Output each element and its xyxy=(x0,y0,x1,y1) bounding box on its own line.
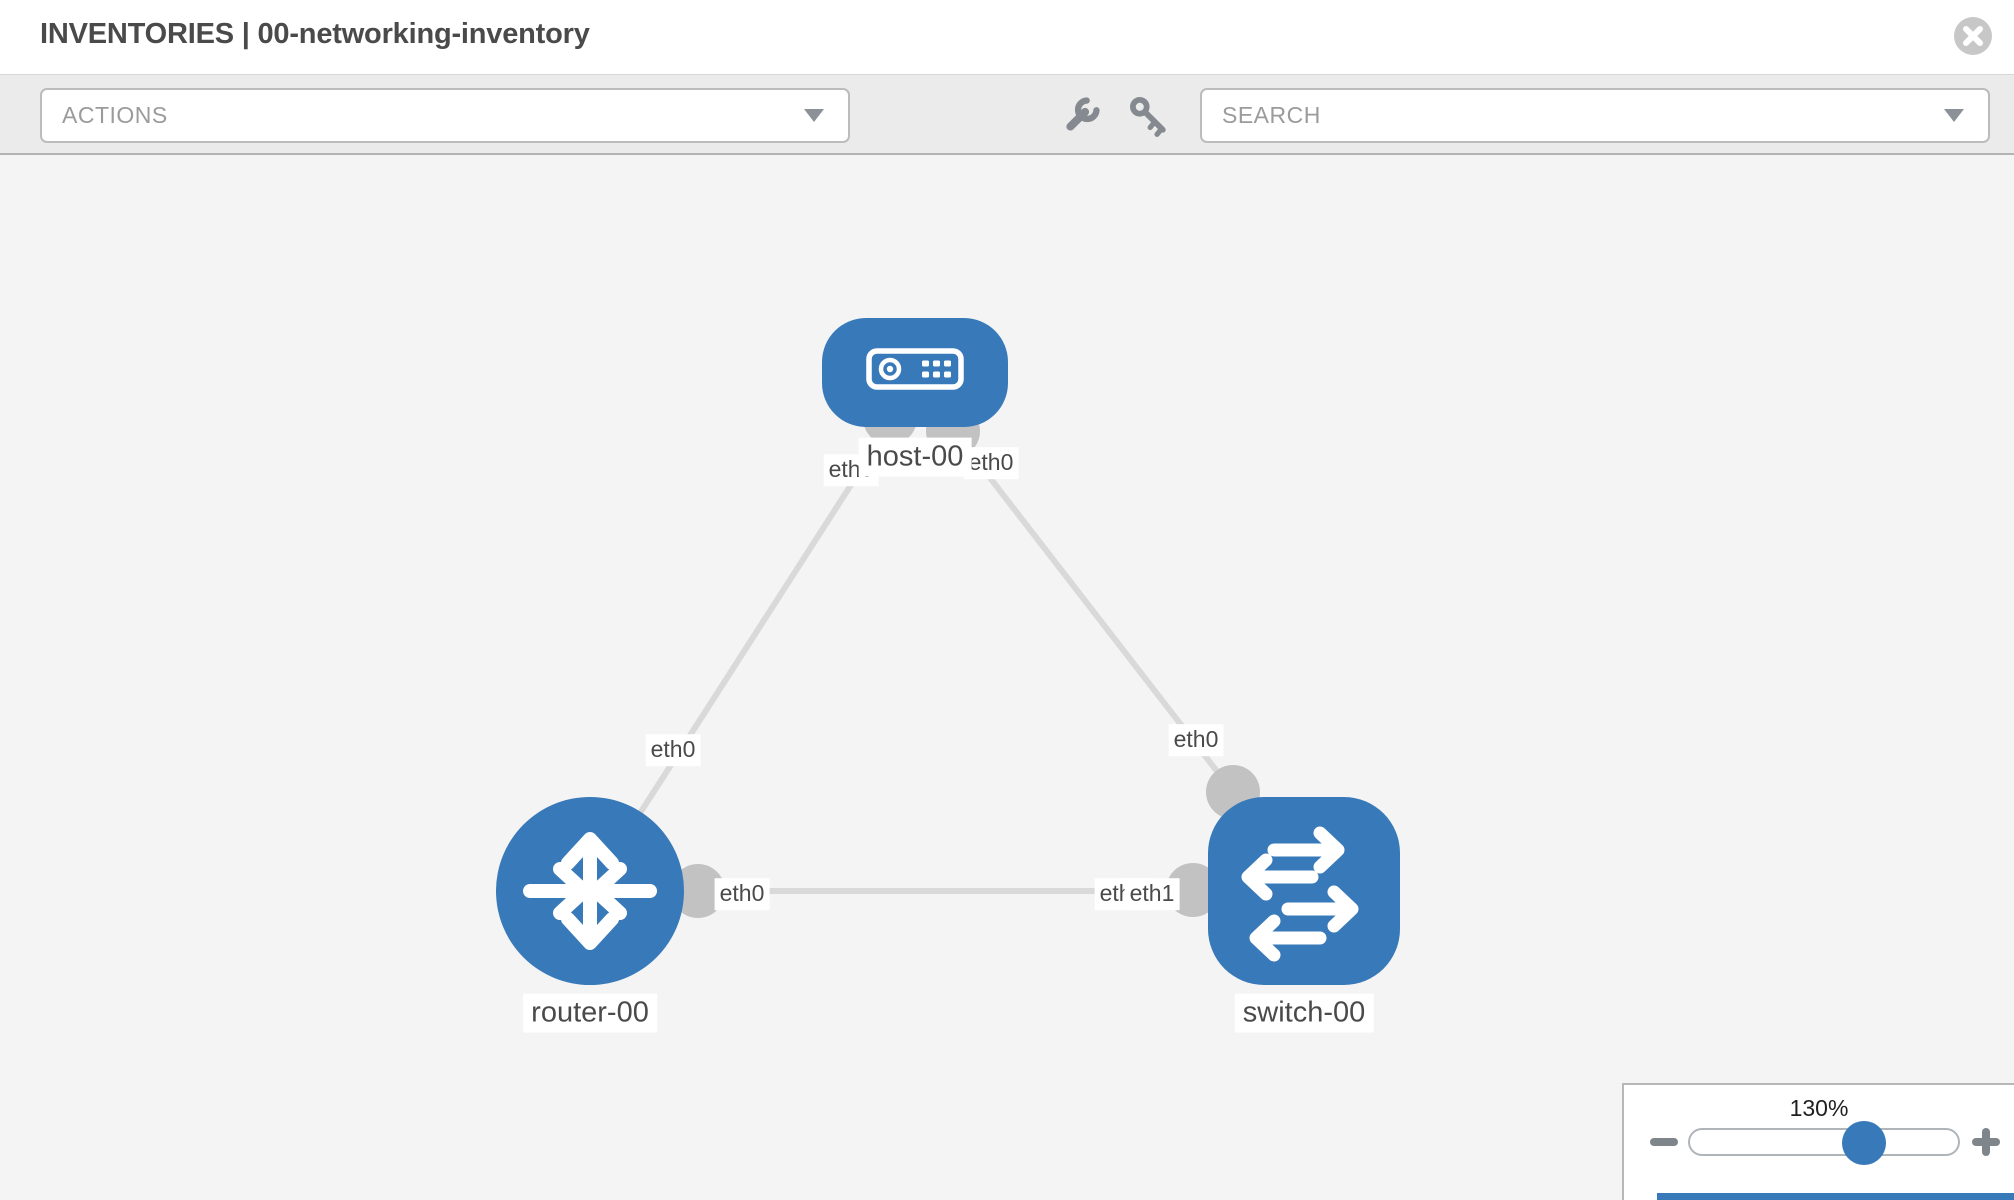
actions-dropdown-label: ACTIONS xyxy=(62,102,168,128)
interface-connector xyxy=(1166,863,1220,917)
node-label-host: host-00 xyxy=(858,437,972,477)
interface-connector xyxy=(671,864,725,918)
topology-canvas[interactable]: eth0 eth0 eth0 eth0 eth0 eth0 eth1 host-… xyxy=(0,155,2014,1200)
interface-label: eth1 xyxy=(1124,878,1180,910)
zoom-slider-track[interactable] xyxy=(1688,1128,1960,1156)
toolbar: ACTIONS SEARCH xyxy=(0,75,2014,155)
close-button[interactable] xyxy=(1953,16,1993,56)
node-router-00[interactable] xyxy=(496,797,684,985)
node-label-switch: switch-00 xyxy=(1234,993,1374,1033)
interface-label: eth0 xyxy=(1168,724,1224,756)
node-label-router: router-00 xyxy=(523,993,657,1033)
node-host-00[interactable] xyxy=(822,318,1008,427)
key-icon xyxy=(1130,97,1166,137)
configure-button[interactable] xyxy=(1058,93,1104,139)
close-icon xyxy=(1954,17,1992,55)
chevron-down-icon xyxy=(1944,109,1964,122)
zoom-in-icon[interactable] xyxy=(1972,1128,2000,1156)
search-placeholder: SEARCH xyxy=(1222,102,1321,128)
wrench-icon xyxy=(1066,97,1100,131)
interface-label: eth0 xyxy=(645,734,701,766)
page-title: INVENTORIES | 00-networking-inventory xyxy=(40,18,590,50)
interface-label: eth0 xyxy=(714,878,770,910)
chevron-down-icon xyxy=(804,109,824,122)
zoom-panel: 130% xyxy=(1622,1083,2014,1200)
node-switch-00[interactable] xyxy=(1208,797,1400,985)
zoom-level: 130% xyxy=(1789,1095,1849,1121)
search-dropdown[interactable]: SEARCH xyxy=(1200,88,1990,143)
topology-links-layer xyxy=(587,391,1260,918)
router-icon xyxy=(523,832,657,950)
actions-dropdown[interactable]: ACTIONS xyxy=(40,88,850,143)
window-header: INVENTORIES | 00-networking-inventory xyxy=(0,0,2014,75)
host-icon xyxy=(866,348,964,390)
switch-icon xyxy=(1241,826,1359,962)
credentials-button[interactable] xyxy=(1126,93,1172,139)
bottom-accent-strip xyxy=(1657,1193,2014,1200)
interface-label: eth0 xyxy=(963,447,1019,479)
zoom-slider-thumb[interactable] xyxy=(1842,1121,1886,1165)
zoom-out-icon[interactable] xyxy=(1650,1138,1678,1146)
